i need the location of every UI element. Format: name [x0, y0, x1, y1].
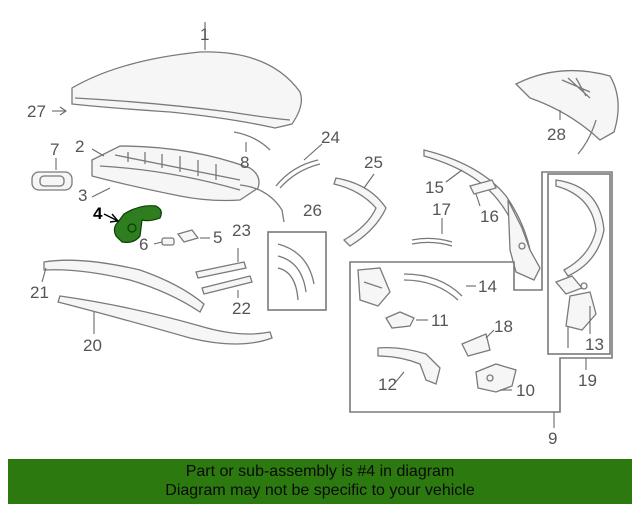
callout-labels: 1 2 3 4 5 6 7 8 9 10 11 12 13 14 15 16 1…: [27, 25, 604, 448]
part-22-strip: [201, 275, 253, 298]
callout-15: 15: [425, 178, 444, 197]
part-2-cover-frame: [91, 145, 285, 223]
linkage-frame: [507, 199, 541, 281]
part-18-bracket: [461, 329, 495, 357]
callout-10: 10: [516, 381, 535, 400]
callout-6: 6: [139, 235, 148, 254]
part-6-fastener: [153, 237, 175, 246]
callout-18: 18: [494, 317, 513, 336]
callout-26: 26: [303, 201, 322, 220]
part-26-box: [267, 231, 327, 311]
banner-line-2: Diagram may not be specific to your vehi…: [165, 482, 475, 499]
callout-16: 16: [480, 207, 499, 226]
part-10-hinge: [475, 363, 517, 393]
banner-line-1: Part or sub-assembly is #4 in diagram: [185, 463, 455, 480]
callout-17: 17: [432, 200, 451, 219]
part-12-arm: [377, 346, 441, 385]
part-7-bracket: [31, 158, 73, 191]
part-4-highlighted-assembly: [103, 205, 162, 243]
part-1-top-cover: [71, 22, 303, 129]
callout-13: 13: [585, 335, 604, 354]
part-17-rod: [411, 218, 453, 247]
part-14-strip: [403, 273, 476, 301]
callout-24: 24: [321, 128, 340, 147]
callout-8: 8: [240, 153, 249, 172]
callout-25: 25: [364, 153, 383, 172]
part-11-bracket: [385, 311, 428, 329]
part-5-clip: [176, 229, 210, 243]
callout-28: 28: [547, 125, 566, 144]
part-25-seal: [333, 173, 387, 247]
part-23-strip: [195, 248, 247, 279]
part-21-rail: [41, 259, 205, 313]
callout-3: 3: [78, 186, 87, 205]
part-9-assembly-box: [349, 171, 613, 428]
callout-4: 4: [93, 204, 103, 223]
part-notice-banner: Part or sub-assembly is #4 in diagram Di…: [8, 459, 632, 504]
callout-9: 9: [548, 429, 557, 448]
callout-2: 2: [75, 137, 84, 156]
part-16-bracket: [469, 179, 497, 207]
callout-20: 20: [83, 336, 102, 355]
part-8-strip: [233, 131, 271, 152]
callout-11: 11: [431, 311, 449, 330]
callout-21: 21: [30, 283, 49, 302]
callout-14: 14: [478, 277, 497, 296]
callout-23: 23: [232, 221, 251, 240]
callout-7: 7: [50, 140, 59, 159]
part-19-box: [547, 173, 611, 370]
part-20-rail: [57, 295, 273, 345]
callout-19: 19: [578, 371, 597, 390]
part-bracket-upper-left: [357, 267, 391, 307]
callout-5: 5: [213, 228, 222, 247]
callout-27: 27: [27, 102, 46, 121]
part-24-seal: [275, 143, 323, 189]
part-28-boot-cover: [514, 69, 619, 155]
callout-22: 22: [232, 299, 251, 318]
callout-12: 12: [378, 375, 397, 394]
callout-1: 1: [200, 25, 209, 44]
